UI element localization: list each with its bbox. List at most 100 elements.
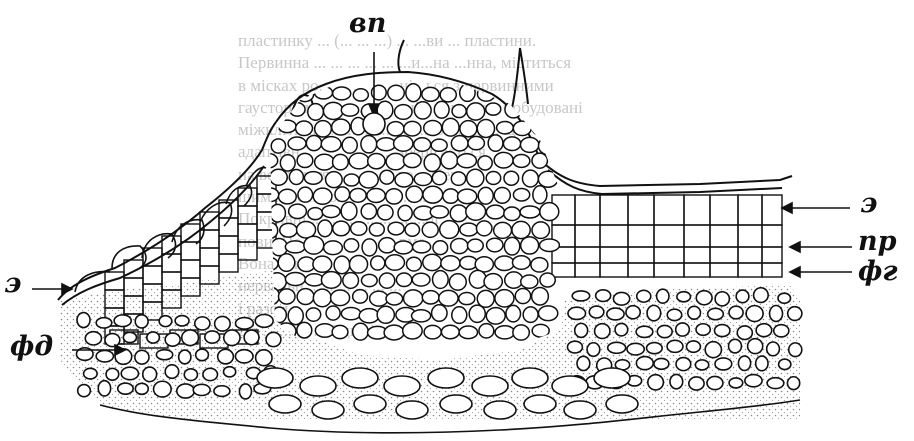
parenchyma-cell [404,121,421,136]
parenchyma-cell [513,121,531,135]
parenchyma-cell [407,257,422,271]
parenchyma-cell [520,206,540,218]
layered-cell [143,266,162,284]
layered-cell [162,254,181,272]
layered-cell [738,247,762,263]
parenchyma-cell [494,222,512,238]
phloem-cell [568,307,586,319]
parenchyma-cell [495,326,514,339]
phloem-cell [118,383,133,394]
parenchyma-cell [441,256,460,271]
parenchyma-cell [353,89,368,101]
parenchyma-cell [321,137,341,152]
layered-cell [219,254,238,272]
parenchyma-cell [523,307,538,322]
phloem-cell [177,384,194,398]
oval-cell [606,395,638,413]
phloem-cell [608,342,626,353]
phloem-cell [143,367,157,382]
parenchyma-cell [313,289,331,307]
parenchyma-cell [298,187,313,202]
phloem-cell [193,384,210,395]
phloem-cell [745,375,762,387]
layered-cell [684,225,710,247]
central-parenchyma-cells [259,84,560,340]
parenchyma-cell [384,325,404,340]
phloem-cell [96,318,112,328]
parenchyma-cell [323,102,343,119]
parenchyma-cell [449,274,466,290]
parenchyma-cell [467,239,483,252]
phloem-cell [636,357,653,370]
parenchyma-cell [324,241,343,255]
parenchyma-cell [368,153,385,168]
epidermis-cell [600,195,628,225]
parenchyma-cell [403,153,421,167]
parenchyma-cell [512,256,530,270]
layered-cell [654,225,684,247]
phloem-cell [123,332,136,342]
phloem-cell [737,326,752,340]
phloem-cell [587,343,600,357]
oval-cell [594,368,630,388]
parenchyma-cell [522,170,538,187]
parenchyma-cell [285,273,305,286]
parenchyma-cell [369,223,384,236]
parenchyma-cell [394,241,412,254]
parenchyma-cell [350,189,366,203]
parenchyma-cell [331,290,350,306]
layered-cell [219,236,238,254]
parenchyma-cell [406,186,423,202]
oval-cell [384,376,420,396]
layered-cell [628,247,654,263]
parenchyma-cell [422,87,439,101]
label-e-left: э [4,270,21,297]
parenchyma-cell [278,120,296,133]
parenchyma-cell [494,152,513,168]
parenchyma-cell [395,105,413,120]
layered-cell [654,247,684,263]
phloem-cell [670,374,683,388]
phloem-cell [729,306,743,319]
phloem-cell [774,325,789,337]
parenchyma-cell [333,221,350,236]
phloem-cell [572,291,589,301]
parenchyma-cell [458,189,477,203]
pointer-vp-cell [363,113,385,135]
phloem-cell [106,368,119,380]
parenchyma-cell [353,323,369,340]
parenchyma-cell [332,119,350,135]
parenchyma-cell [377,306,394,323]
phloem-cell [746,306,763,322]
phloem-cell [677,292,691,302]
parenchyma-cell [538,306,557,321]
phloem-cell [648,375,664,390]
phloem-cell [767,342,780,356]
parenchyma-cell [521,237,539,254]
parenchyma-cell [278,254,295,272]
parenchyma-cell [344,174,359,186]
parenchyma-cell [351,222,367,236]
parenchyma-cell [477,290,494,307]
parenchyma-cell [486,308,505,324]
parenchyma-cell [430,206,448,218]
phloem-cell [575,323,588,337]
phloem-cell [676,358,691,371]
parenchyma-cell [497,121,514,133]
parenchyma-cell [460,223,478,236]
parenchyma-cell [521,104,538,116]
parenchyma-cell [469,305,485,322]
parenchyma-cell [478,156,492,170]
phloem-cell [147,332,160,343]
parenchyma-cell [422,222,438,237]
parenchyma-cell [388,85,405,100]
parenchyma-cell [297,153,313,167]
phloem-cell [748,339,763,354]
parenchyma-cell [504,207,520,220]
phloem-cell [778,293,791,303]
parenchyma-cell [297,289,314,305]
parenchyma-cell [388,222,404,235]
parenchyma-cell [443,189,459,203]
phloem-cell [756,324,772,337]
phloem-cell [244,330,259,345]
